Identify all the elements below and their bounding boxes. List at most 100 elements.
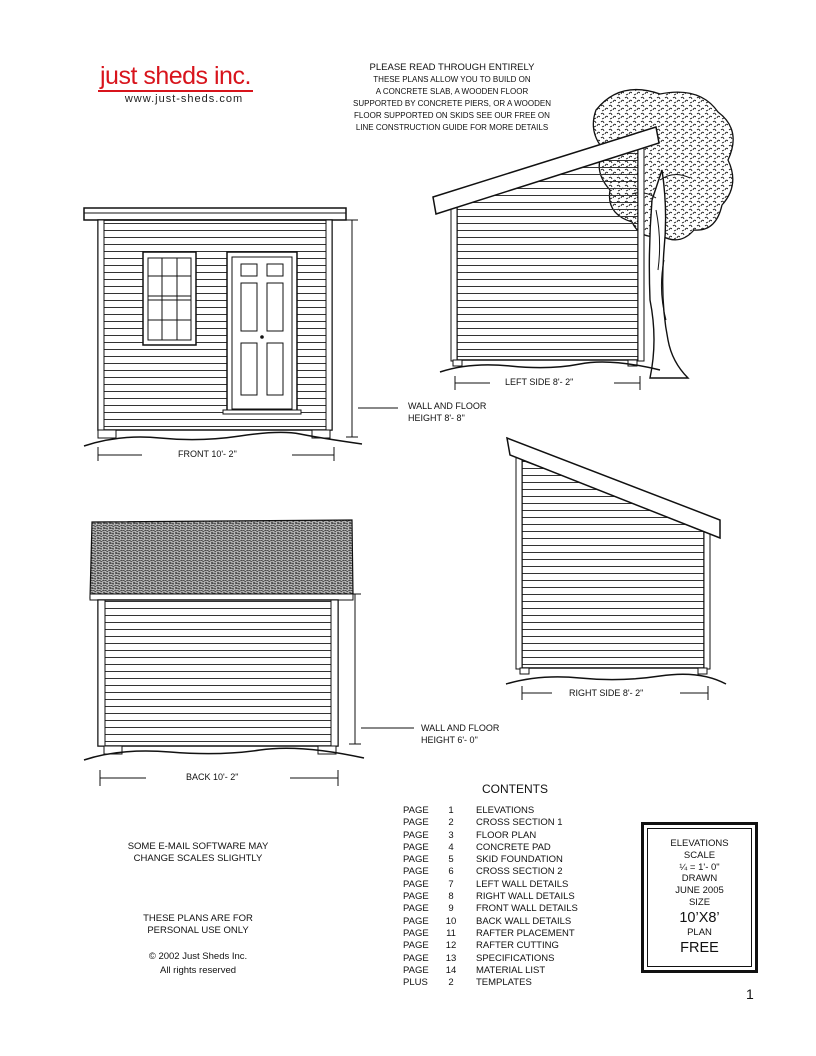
title-block-inner: ELEVATIONS SCALE ¼ = 1'- 0" DRAWN JUNE 2… bbox=[647, 828, 752, 967]
row-title: CROSS SECTION 2 bbox=[476, 866, 563, 878]
left-side-elevation bbox=[432, 126, 661, 390]
note-line: THESE PLANS ARE FOR bbox=[143, 913, 253, 924]
row-title: BACK WALL DETAILS bbox=[476, 915, 572, 927]
back-height-label: WALL AND FLOOR HEIGHT 6'- 0" bbox=[421, 722, 499, 746]
note-line: PERSONAL USE ONLY bbox=[147, 925, 249, 936]
title-block-line: ELEVATIONS bbox=[670, 838, 729, 849]
row-prefix: PAGE bbox=[403, 805, 429, 816]
row-title: LEFT WALL DETAILS bbox=[476, 878, 569, 890]
row-prefix: PAGE bbox=[403, 940, 429, 952]
note-line: © 2002 Just Sheds Inc. bbox=[148, 951, 248, 962]
row-number: 3 bbox=[448, 829, 454, 841]
contents-row: PAGE 12 RAFTER CUTTING bbox=[403, 940, 578, 952]
row-prefix: PAGE bbox=[403, 866, 429, 878]
contents-row: PAGE 11 RAFTER PLACEMENT bbox=[403, 928, 578, 940]
page-number: 1 bbox=[746, 986, 754, 1002]
row-prefix: PAGE bbox=[403, 915, 429, 927]
row-number: 10 bbox=[445, 915, 457, 927]
row-title: ELEVATIONS bbox=[476, 805, 535, 816]
back-height-line: HEIGHT 6'- 0" bbox=[421, 735, 478, 745]
personal-use-note: THESE PLANS ARE FOR PERSONAL USE ONLY bbox=[108, 913, 288, 937]
note-line: CHANGE SCALES SLIGHTLY bbox=[133, 853, 263, 864]
front-dimension-label: FRONT 10'- 2" bbox=[178, 449, 237, 459]
row-number: 13 bbox=[445, 952, 457, 964]
row-number: 12 bbox=[445, 940, 457, 952]
notice-line: FLOOR SUPPORTED ON SKIDS SEE OUR FREE ON bbox=[354, 111, 550, 120]
back-dimension-label: BACK 10'- 2" bbox=[186, 772, 239, 782]
contents-list: PAGE 1 ELEVATIONS PAGE 2 CROSS SECTION 1 PAG… bbox=[403, 805, 578, 989]
row-title: SPECIFICATIONS bbox=[476, 952, 555, 964]
row-title: SKID FOUNDATION bbox=[476, 854, 563, 866]
row-number: 6 bbox=[448, 866, 454, 878]
company-logo: just sheds inc. bbox=[98, 62, 253, 92]
row-number: 14 bbox=[445, 964, 457, 976]
note-line: All rights reserved bbox=[159, 965, 237, 976]
row-prefix: PAGE bbox=[403, 891, 429, 903]
row-number: 7 bbox=[448, 878, 454, 890]
row-title: FRONT WALL DETAILS bbox=[476, 903, 578, 915]
copyright-note: © 2002 Just Sheds Inc. All rights reserv… bbox=[108, 950, 288, 978]
contents-row: PAGE 10 BACK WALL DETAILS bbox=[403, 916, 578, 928]
email-scale-note: SOME E-MAIL SOFTWARE MAY CHANGE SCALES S… bbox=[108, 841, 288, 865]
row-prefix: PAGE bbox=[403, 927, 429, 939]
row-title: CROSS SECTION 1 bbox=[476, 817, 563, 829]
row-number: 1 bbox=[448, 805, 454, 816]
row-number: 9 bbox=[448, 903, 454, 915]
contents-row: PAGE 3 FLOOR PLAN bbox=[403, 830, 578, 842]
notice-line: SUPPORTED BY CONCRETE PIERS, OR A WOODEN bbox=[353, 99, 551, 108]
row-title: TEMPLATES bbox=[476, 977, 532, 989]
contents-row: PLUS 2 TEMPLATES bbox=[403, 977, 578, 989]
row-number: 2 bbox=[448, 977, 454, 989]
row-number: 5 bbox=[448, 854, 454, 866]
contents-row: PAGE 2 CROSS SECTION 1 bbox=[403, 817, 578, 829]
row-number: 11 bbox=[446, 927, 456, 939]
notice-line: A CONCRETE SLAB, A WOODEN FLOOR bbox=[375, 87, 529, 96]
title-block-line: PLAN bbox=[687, 926, 712, 938]
title-block-line: SIZE bbox=[688, 896, 711, 908]
row-title: RAFTER CUTTING bbox=[476, 940, 559, 952]
note-line: SOME E-MAIL SOFTWARE MAY bbox=[127, 841, 269, 852]
contents-row: PAGE 13 SPECIFICATIONS bbox=[403, 953, 578, 965]
row-number: 4 bbox=[448, 841, 454, 853]
title-block-scale: ¼ = 1'- 0" bbox=[679, 861, 720, 873]
back-height-line: WALL AND FLOOR bbox=[421, 723, 500, 733]
contents-row: PAGE 6 CROSS SECTION 2 bbox=[403, 866, 578, 878]
row-prefix: PAGE bbox=[403, 903, 429, 915]
title-block-price: FREE bbox=[680, 939, 719, 956]
row-title: MATERIAL LIST bbox=[476, 964, 546, 976]
front-height-label: WALL AND FLOOR HEIGHT 8'- 8" bbox=[408, 400, 486, 424]
title-block: ELEVATIONS SCALE ¼ = 1'- 0" DRAWN JUNE 2… bbox=[641, 822, 758, 973]
row-prefix: PAGE bbox=[403, 964, 429, 976]
contents-row: PAGE 1 ELEVATIONS bbox=[403, 805, 578, 817]
contents-row: PAGE 14 MATERIAL LIST bbox=[403, 965, 578, 977]
row-prefix: PAGE bbox=[403, 952, 429, 964]
row-prefix: PAGE bbox=[403, 829, 429, 841]
row-prefix: PLUS bbox=[403, 977, 428, 989]
title-block-line: SCALE bbox=[683, 849, 716, 861]
notice-line: THESE PLANS ALLOW YOU TO BUILD ON bbox=[373, 75, 531, 84]
front-height-line: HEIGHT 8'- 8" bbox=[408, 413, 465, 423]
row-title: FLOOR PLAN bbox=[476, 829, 537, 841]
notice-heading: PLEASE READ THROUGH ENTIRELY bbox=[369, 62, 535, 73]
row-title: RAFTER PLACEMENT bbox=[476, 927, 575, 939]
left-side-dimension-label: LEFT SIDE 8'- 2" bbox=[505, 377, 574, 387]
notice-line: LINE CONSTRUCTION GUIDE FOR MORE DETAILS bbox=[355, 123, 549, 132]
front-height-line: WALL AND FLOOR bbox=[408, 401, 487, 411]
back-elevation bbox=[83, 519, 414, 786]
right-side-elevation bbox=[505, 436, 727, 700]
front-elevation bbox=[83, 207, 398, 461]
contents-row: PAGE 7 LEFT WALL DETAILS bbox=[403, 879, 578, 891]
company-url: www.just-sheds.com bbox=[124, 93, 244, 105]
row-prefix: PAGE bbox=[403, 878, 429, 890]
row-title: CONCRETE PAD bbox=[476, 841, 551, 853]
row-prefix: PAGE bbox=[403, 817, 429, 829]
contents-row: PAGE 9 FRONT WALL DETAILS bbox=[403, 903, 578, 915]
read-notice: PLEASE READ THROUGH ENTIRELY THESE PLANS… bbox=[332, 62, 572, 134]
contents-title: CONTENTS bbox=[482, 782, 548, 796]
right-side-dimension-label: RIGHT SIDE 8'- 2" bbox=[569, 688, 644, 698]
row-number: 2 bbox=[448, 817, 454, 829]
